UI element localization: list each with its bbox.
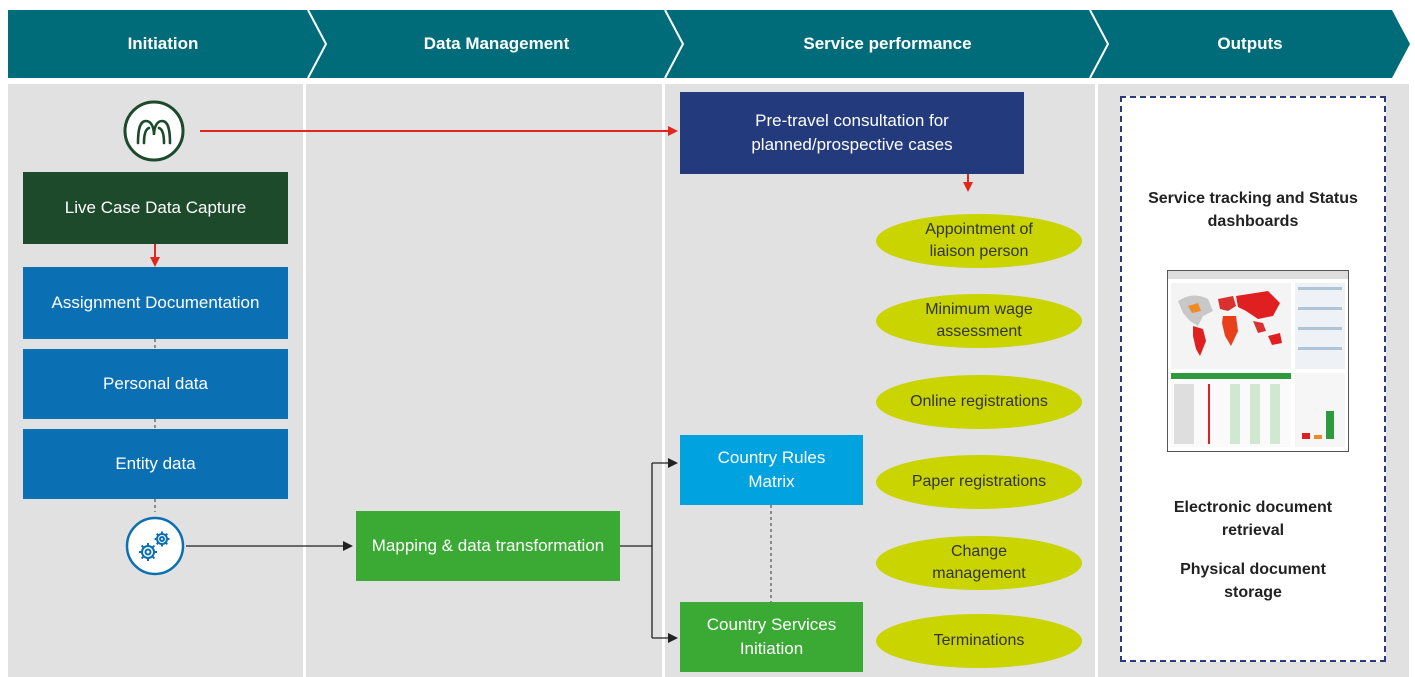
oval-appointment-liaison: Appointment of liaison person — [876, 214, 1082, 268]
assignment-documentation-box: Assignment Documentation — [23, 267, 288, 339]
stage-chevron-data-management — [308, 10, 683, 78]
oval-terminations: Terminations — [876, 614, 1082, 668]
pre-travel-consultation-box: Pre-travel consultation for planned/pros… — [680, 92, 1024, 174]
people-icon — [122, 99, 186, 163]
oval-change-management: Change management — [876, 536, 1082, 590]
personal-data-box: Personal data — [23, 349, 288, 419]
country-rules-matrix-box: Country Rules Matrix — [680, 435, 863, 505]
stage-outputs: Outputs — [1217, 34, 1283, 53]
stage-data-management: Data Management — [423, 34, 570, 53]
mapping-data-transformation-box: Mapping & data transformation — [356, 511, 620, 581]
stage-chevron-initiation — [8, 10, 326, 78]
stage-chevron-outputs — [1090, 10, 1410, 78]
oval-online-registrations: Online registrations — [876, 375, 1082, 429]
live-case-data-capture-box: Live Case Data Capture — [23, 172, 288, 244]
oval-minimum-wage: Minimum wage assessment — [876, 294, 1082, 348]
stage-service-performance: Service performance — [803, 34, 972, 53]
physical-document-label: Physical document storage — [1180, 561, 1326, 601]
dashboard-thumbnail — [1167, 270, 1349, 452]
header-chevrons — [8, 9, 1410, 79]
service-tracking-label: Service tracking and Status dashboards — [1148, 190, 1358, 230]
gears-icon — [124, 515, 186, 577]
outputs-panel: Service tracking and Status dashboards — [1120, 96, 1386, 662]
country-services-initiation-box: Country Services Initiation — [680, 602, 863, 672]
electronic-document-label: Electronic document retrieval — [1173, 499, 1333, 539]
stage-initiation: Initiation — [127, 34, 199, 53]
oval-paper-registrations: Paper registrations — [876, 455, 1082, 509]
entity-data-box: Entity data — [23, 429, 288, 499]
stage-chevron-service-performance — [665, 10, 1108, 78]
